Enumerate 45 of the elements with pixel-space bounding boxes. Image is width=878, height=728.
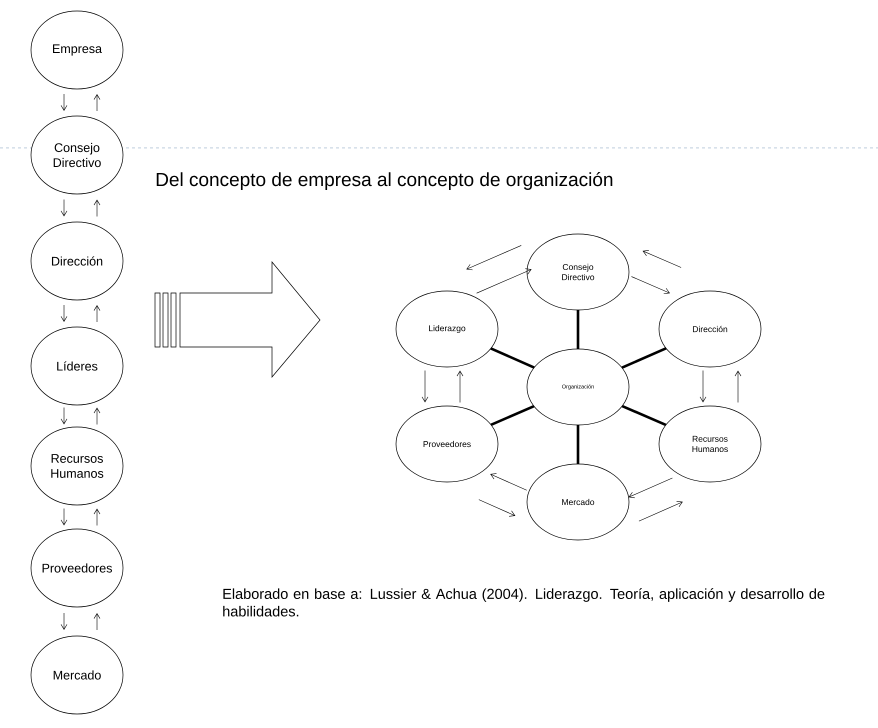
- arrow: [456, 370, 464, 403]
- ellipse-node: Dirección: [30, 222, 124, 300]
- ellipse-node: Mercado: [30, 636, 124, 714]
- ellipse-node: Proveedores: [30, 528, 124, 608]
- connector-line: [576, 310, 580, 349]
- caption: Elaborado en base a: Lussier & Achua (2004). Liderazgo. Teoría, aplicación y desarrollo de habilidades.: [223, 588, 824, 616]
- ellipse-node: Recursos Humanos: [658, 406, 762, 482]
- arrow: [628, 478, 673, 498]
- arrow: [94, 94, 100, 112]
- arrow: [466, 245, 522, 270]
- arrow: [642, 250, 682, 268]
- connector-line: [622, 404, 666, 426]
- arrow: [94, 612, 100, 630]
- ellipse-node: Dirección: [658, 290, 762, 368]
- ellipse-node: Empresa: [30, 10, 124, 90]
- arrow: [734, 370, 742, 403]
- ellipse-node: Recursos Humanos: [30, 426, 124, 506]
- ellipse-node: Líderes: [30, 326, 124, 406]
- arrow: [94, 199, 100, 217]
- ellipse-node: Consejo Directivo: [30, 116, 124, 194]
- connector-line: [490, 347, 535, 369]
- arrow: [94, 305, 100, 322]
- arrow: [478, 499, 516, 517]
- arrow: [60, 612, 68, 630]
- connector-line: [576, 424, 580, 464]
- connector-line: [621, 347, 667, 369]
- arrow: [94, 407, 100, 425]
- arrow: [631, 276, 670, 294]
- arrow: [476, 268, 532, 294]
- ellipse-node: Proveedores: [396, 406, 498, 482]
- arrow: [60, 94, 68, 111]
- ellipse-node: Consejo Directivo: [526, 234, 630, 310]
- arrow: [638, 500, 683, 522]
- connector-line: [490, 404, 534, 426]
- arrow: [60, 407, 68, 424]
- arrow: [60, 508, 68, 526]
- ellipse-node: Mercado: [526, 464, 630, 540]
- title: Del concepto de empresa al concepto de organización: [156, 172, 612, 190]
- arrow: [60, 304, 68, 322]
- arrow: [700, 370, 706, 402]
- arrow: [60, 199, 68, 216]
- arrow: [422, 370, 428, 402]
- ellipse-node: Liderazgo: [396, 290, 498, 368]
- arrow: [94, 508, 100, 526]
- arrow: [490, 473, 528, 491]
